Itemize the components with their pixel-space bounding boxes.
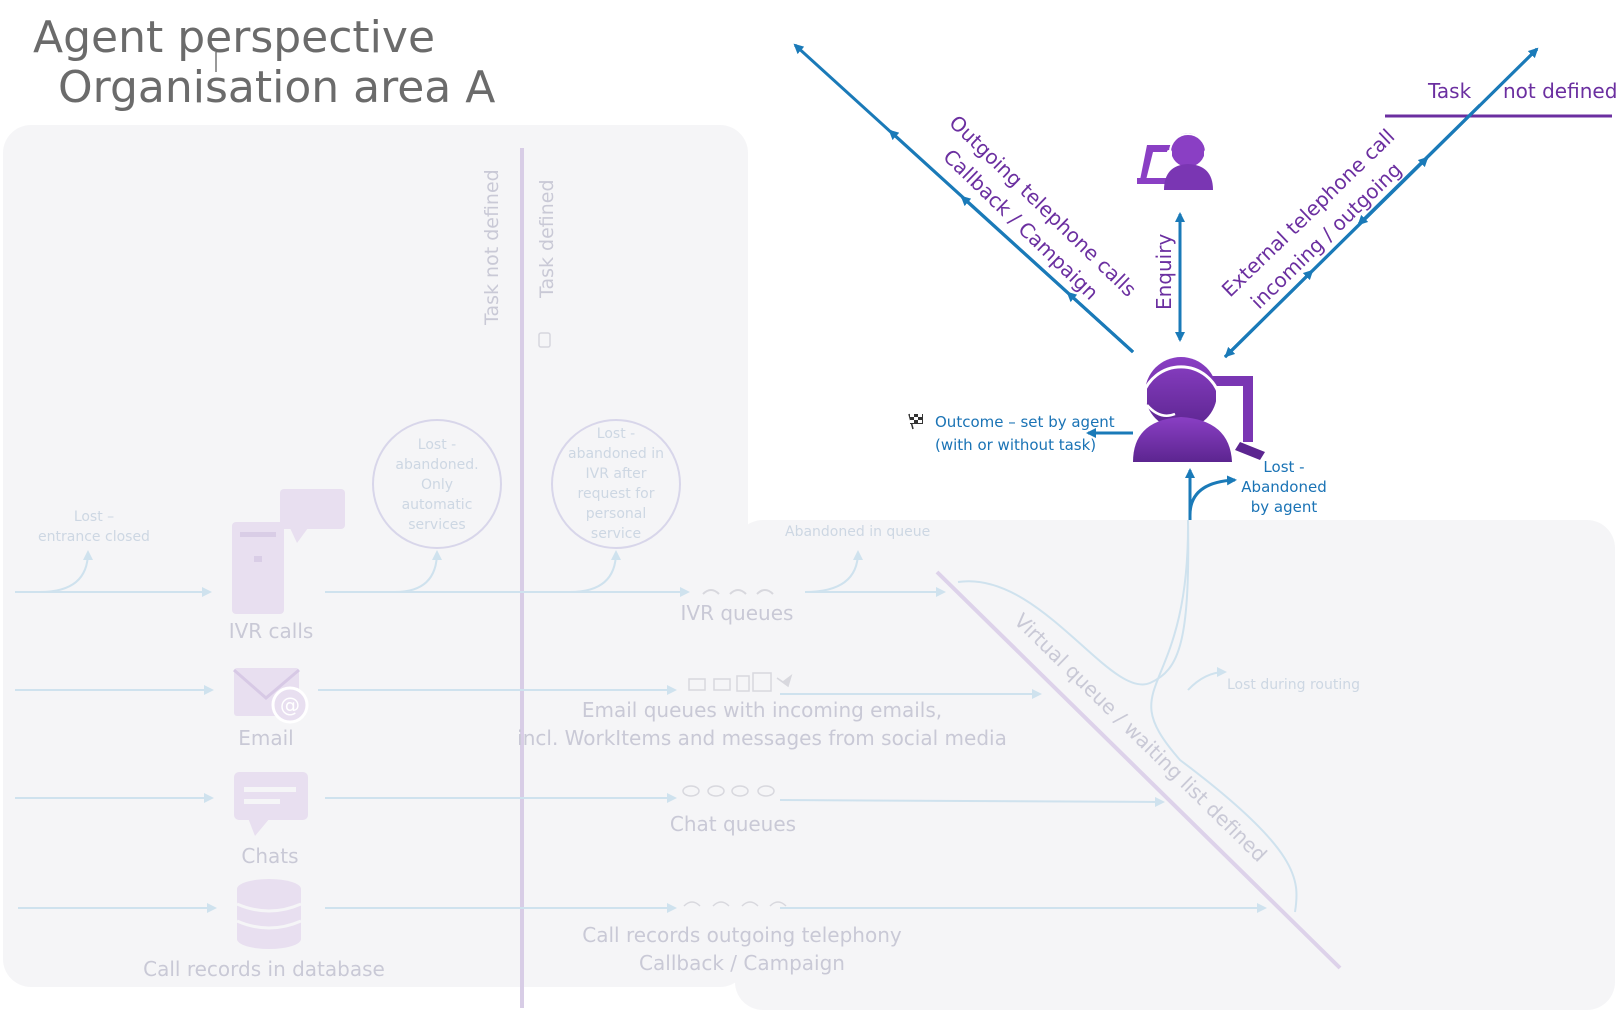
faint-flows <box>15 519 1298 913</box>
source-chats: Chats <box>241 844 298 868</box>
queue-call-records-2: Callback / Campaign <box>639 951 845 975</box>
lost-ivr-line: services <box>408 517 465 533</box>
enquiry-agent-icon <box>1137 133 1213 190</box>
lost-request-line: personal <box>586 506 646 522</box>
lost-entrance-closed-2: entrance closed <box>38 529 150 545</box>
lost-ivr-line: Lost - <box>418 437 456 453</box>
ivr-server-icon <box>232 522 284 614</box>
source-ivr-calls: IVR calls <box>229 619 314 643</box>
lost-request-line: request for <box>578 486 655 502</box>
queue-chat: Chat queues <box>670 812 796 836</box>
chat-bubble-icon <box>234 772 308 836</box>
lost-ivr-line: abandoned. <box>395 457 478 473</box>
lost-ivr-text: Lost - abandoned. Only automatic service… <box>395 437 478 533</box>
lost-request-line: service <box>591 526 641 542</box>
agent-flows <box>793 43 1539 520</box>
agent-icon <box>1133 357 1265 462</box>
enquiry-label: Enquiry <box>1152 234 1176 310</box>
svg-text:@: @ <box>280 693 300 717</box>
queue-ivr: IVR queues <box>681 601 794 625</box>
lost-circle-ivr <box>372 419 502 549</box>
label-task-defined: Task defined <box>536 179 558 299</box>
legend-task: Task <box>1427 79 1472 103</box>
chat-queue-icons <box>682 785 775 797</box>
clipboard-icon <box>538 332 551 348</box>
email-queue-icons <box>688 672 793 692</box>
database-icon <box>236 879 302 949</box>
abandoned-in-queue-label: Abandoned in queue <box>785 524 930 540</box>
legend-not-defined: not defined <box>1503 79 1617 103</box>
ivr-chat-bubble-icon <box>280 489 345 543</box>
lost-request-line: IVR after <box>585 466 646 482</box>
checkered-flag-icon <box>908 413 923 430</box>
title-line-2: Organisation area A <box>58 62 495 113</box>
email-envelope-icon: @ <box>233 668 309 724</box>
outcome-label-1: Outcome – set by agent <box>935 413 1115 431</box>
label-task-not-defined: Task not defined <box>481 169 503 326</box>
lost-agent-line: Abandoned <box>1241 478 1326 496</box>
left-panel <box>3 125 748 987</box>
lost-during-routing-label: Lost during routing <box>1227 677 1360 693</box>
lost-ivr-request-text: Lost - abandoned in IVR after request fo… <box>568 426 664 542</box>
lost-circle-ivr-request <box>551 419 681 549</box>
right-panel <box>735 520 1615 1010</box>
lost-by-agent-text: Lost - Abandoned by agent <box>1241 458 1326 516</box>
lost-entrance-closed-1: Lost – <box>74 509 114 525</box>
lost-request-line: Lost - <box>597 426 635 442</box>
virtual-queue-line <box>935 570 1342 970</box>
outcome-label-2: (with or without task) <box>935 436 1096 454</box>
title-line-1: Agent perspective <box>33 12 435 63</box>
ivr-queue-icons <box>702 589 774 595</box>
queue-call-records-1: Call records outgoing telephony <box>582 923 902 947</box>
lost-agent-line: by agent <box>1251 498 1318 516</box>
queue-email-1: Email queues with incoming emails, <box>582 698 942 722</box>
lost-agent-line: Lost - <box>1263 458 1304 476</box>
lost-request-line: abandoned in <box>568 446 664 462</box>
call-record-queue-icons <box>683 901 787 907</box>
lost-ivr-line: Only <box>421 477 453 493</box>
lost-ivr-line: automatic <box>402 497 473 513</box>
source-email: Email <box>238 726 294 750</box>
queue-email-2: incl. WorkItems and messages from social… <box>517 726 1007 750</box>
source-call-records: Call records in database <box>143 957 385 981</box>
